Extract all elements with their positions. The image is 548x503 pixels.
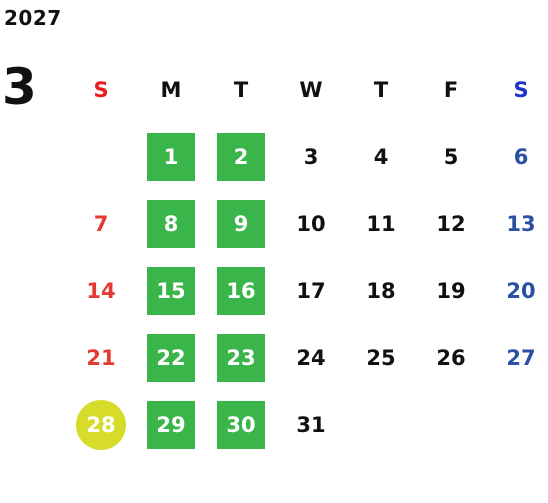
day-cell[interactable]: 31 [276, 391, 346, 458]
day-cell[interactable]: 22 [136, 324, 206, 391]
day-number: 14 [86, 278, 116, 303]
day-number: 22 [147, 333, 195, 382]
day-cell[interactable]: 1 [136, 123, 206, 190]
day-number [427, 401, 475, 449]
day-cell[interactable]: 29 [136, 391, 206, 458]
day-cell[interactable]: 8 [136, 190, 206, 257]
calendar-grid: S M T W T F S 1 2 3 4 5 6 7 8 9 10 11 12… [66, 56, 548, 458]
day-cell-empty [486, 391, 548, 458]
day-cell[interactable]: 13 [486, 190, 548, 257]
day-number: 21 [86, 345, 116, 370]
day-number: 23 [217, 333, 265, 382]
day-number: 4 [373, 144, 389, 169]
weekday-header-tue: T [233, 77, 249, 102]
day-number: 25 [366, 345, 396, 370]
day-cell-empty [416, 391, 486, 458]
day-cell[interactable]: 17 [276, 257, 346, 324]
day-number: 7 [93, 211, 109, 236]
day-cell[interactable]: 30 [206, 391, 276, 458]
day-cell[interactable]: 6 [486, 123, 548, 190]
weekday-header-sat: S [513, 77, 529, 102]
day-number: 8 [147, 199, 195, 248]
day-number: 30 [217, 400, 265, 449]
day-cell[interactable]: 7 [66, 190, 136, 257]
day-cell[interactable]: 3 [276, 123, 346, 190]
day-number: 11 [366, 211, 396, 236]
day-number: 18 [366, 278, 396, 303]
day-number: 2 [217, 132, 265, 181]
weekday-header-mon: M [160, 77, 182, 102]
day-cell[interactable]: 15 [136, 257, 206, 324]
day-cell-empty [346, 391, 416, 458]
day-number: 12 [436, 211, 466, 236]
day-number: 6 [513, 144, 529, 169]
day-cell[interactable]: 23 [206, 324, 276, 391]
day-cell[interactable]: 20 [486, 257, 548, 324]
day-cell[interactable]: 9 [206, 190, 276, 257]
day-number: 3 [303, 144, 319, 169]
year-label: 2027 [4, 6, 62, 30]
day-number [357, 401, 405, 449]
day-cell-empty [66, 123, 136, 190]
day-number: 19 [436, 278, 466, 303]
day-number: 16 [217, 266, 265, 315]
day-cell[interactable]: 10 [276, 190, 346, 257]
day-cell[interactable]: 24 [276, 324, 346, 391]
day-number: 29 [147, 400, 195, 449]
day-number [497, 401, 545, 449]
day-cell[interactable]: 12 [416, 190, 486, 257]
day-number: 31 [296, 412, 326, 437]
day-number: 24 [296, 345, 326, 370]
day-number: 20 [506, 278, 536, 303]
day-cell[interactable]: 14 [66, 257, 136, 324]
day-number: 5 [443, 144, 459, 169]
day-number: 9 [217, 199, 265, 248]
weekday-header-thu: T [373, 77, 389, 102]
day-number: 15 [147, 266, 195, 315]
day-cell[interactable]: 2 [206, 123, 276, 190]
day-cell[interactable]: 21 [66, 324, 136, 391]
day-cell[interactable]: 5 [416, 123, 486, 190]
day-number: 10 [296, 211, 326, 236]
day-cell[interactable]: 28 [66, 391, 136, 458]
day-number [77, 133, 125, 181]
day-cell[interactable]: 11 [346, 190, 416, 257]
day-cell[interactable]: 4 [346, 123, 416, 190]
day-number: 13 [506, 211, 536, 236]
day-number: 26 [436, 345, 466, 370]
month-number: 3 [2, 58, 37, 116]
day-number: 1 [147, 132, 195, 181]
weekday-header-sun: S [93, 77, 109, 102]
day-number: 28 [76, 399, 126, 450]
day-cell[interactable]: 16 [206, 257, 276, 324]
weekday-header-wed: W [299, 77, 323, 102]
day-number: 27 [506, 345, 536, 370]
day-cell[interactable]: 27 [486, 324, 548, 391]
day-cell[interactable]: 18 [346, 257, 416, 324]
day-cell[interactable]: 26 [416, 324, 486, 391]
day-cell[interactable]: 25 [346, 324, 416, 391]
day-number: 17 [296, 278, 326, 303]
weekday-header-fri: F [443, 77, 459, 102]
day-cell[interactable]: 19 [416, 257, 486, 324]
